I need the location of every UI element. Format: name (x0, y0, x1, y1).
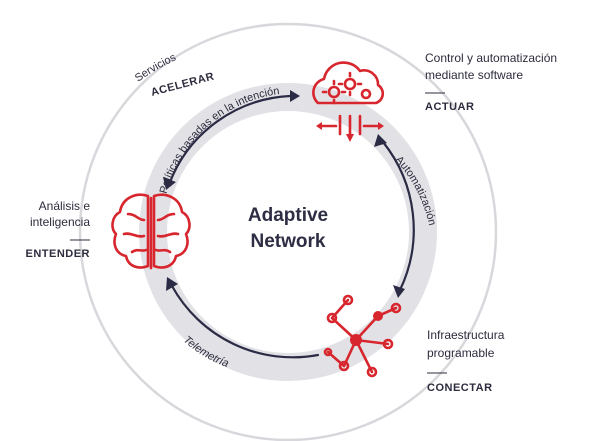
arrow-policies (163, 90, 300, 190)
center-title-line2: Network (251, 231, 326, 252)
left-line1: Análisis e (39, 199, 91, 213)
arrow-automation (374, 134, 415, 298)
services-arc-label: Servicios (133, 51, 179, 84)
top-right-line2: mediante software (425, 68, 523, 82)
left-line2: inteligencia (30, 215, 90, 229)
arrow-telemetry (166, 277, 320, 359)
network-nodes-icon (323, 294, 402, 378)
outer-ring (78, 22, 498, 441)
left-action: ENTENDER (25, 248, 90, 260)
bottom-right-line1: Infraestructura (427, 328, 505, 342)
accelerate-label: ACELERAR (150, 70, 216, 98)
top-right-line1: Control y automatización (425, 51, 557, 65)
top-right-action: ACTUAR (425, 101, 474, 113)
center-title-line1: Adaptive (248, 205, 328, 226)
brain-icon (111, 193, 191, 270)
cloud-gears-icon (312, 61, 385, 142)
bottom-right-line2: programable (427, 346, 495, 360)
bottom-right-action: CONECTAR (427, 382, 493, 394)
